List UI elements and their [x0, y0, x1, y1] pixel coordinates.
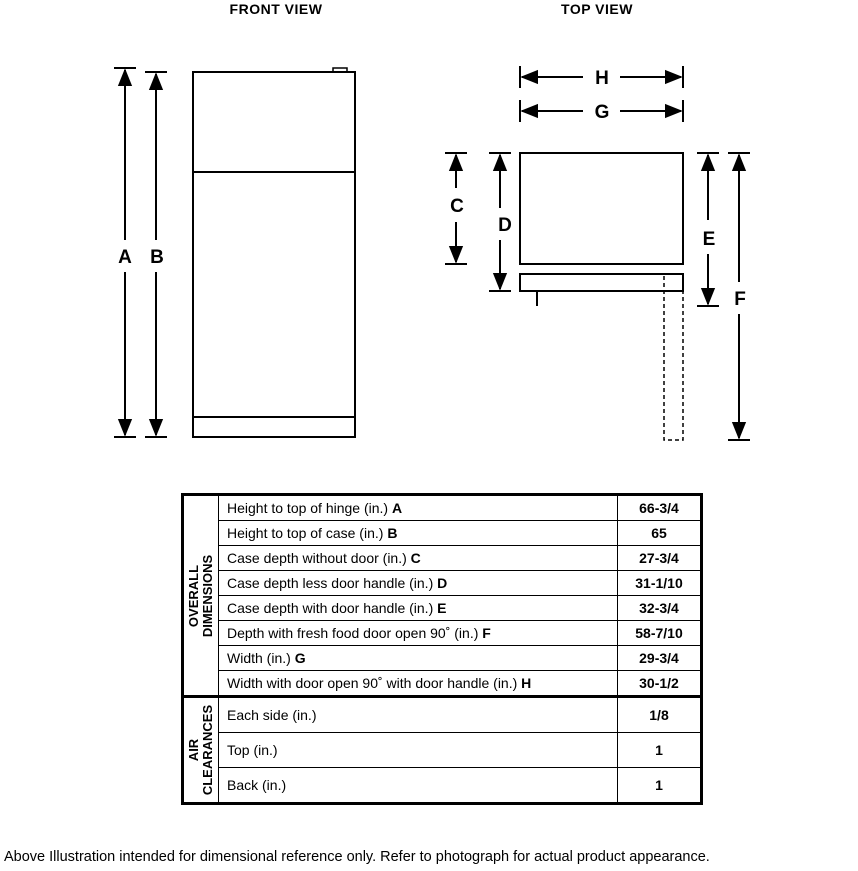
row-label: Case depth less door handle (in.) D: [218, 570, 618, 596]
group-title-line: CLEARANCES: [200, 704, 215, 796]
row-value: 1: [617, 732, 702, 768]
case-outline: [519, 152, 684, 265]
dim-c-label: C: [450, 196, 464, 217]
dim-f: [728, 152, 750, 441]
row-value: 1: [617, 767, 702, 804]
row-value: 31-1/10: [617, 570, 702, 596]
table-row: Width (in.) G 29-3/4: [183, 645, 702, 671]
fridge-body: [192, 71, 356, 438]
door-outline: [519, 273, 684, 292]
dim-h-label: H: [595, 68, 609, 89]
dim-e: [697, 152, 719, 307]
table-row: Depth with fresh food door open 90˚ (in.…: [183, 620, 702, 646]
group-title-line: DIMENSIONS: [200, 554, 215, 637]
row-label: Top (in.): [218, 732, 618, 768]
row-value: 65: [617, 520, 702, 546]
dim-b: [145, 71, 167, 438]
dim-b-label: B: [150, 247, 164, 268]
table-row: Case depth less door handle (in.) D 31-1…: [183, 570, 702, 596]
row-label: Height to top of case (in.) B: [218, 520, 618, 546]
dim-a: [114, 67, 136, 438]
front-view-title: FRONT VIEW: [229, 1, 323, 17]
dim-a-label: A: [118, 247, 132, 268]
open-door-outline: [663, 276, 684, 441]
dim-g-label: G: [595, 102, 610, 123]
dim-d-label: D: [498, 215, 512, 236]
dimension-diagram: A B H G C: [114, 66, 750, 441]
row-value: 32-3/4: [617, 595, 702, 621]
dim-h: [519, 66, 684, 88]
table-row: Height to top of case (in.) B 65: [183, 520, 702, 546]
row-value: 1/8: [617, 696, 702, 733]
disclaimer-footer: Above Illustration intended for dimensio…: [4, 849, 710, 865]
row-label: Case depth with door handle (in.) E: [218, 595, 618, 621]
row-label: Depth with fresh food door open 90˚ (in.…: [218, 620, 618, 646]
table-row: Case depth with door handle (in.) E 32-3…: [183, 595, 702, 621]
row-value: 66-3/4: [617, 494, 702, 521]
dim-e-label: E: [703, 229, 716, 250]
group-title-line: AIR: [186, 738, 201, 762]
hinge-cap: [332, 67, 348, 73]
top-view-title: TOP VIEW: [561, 1, 633, 17]
row-label: Back (in.): [218, 767, 618, 804]
row-label: Each side (in.): [218, 696, 618, 733]
row-label: Height to top of hinge (in.) A: [218, 494, 618, 521]
top-view-fridge: [519, 152, 684, 441]
row-label: Width (in.) G: [218, 645, 618, 671]
row-value: 30-1/2: [617, 670, 702, 697]
row-value: 58-7/10: [617, 620, 702, 646]
dim-c: [445, 152, 467, 265]
dim-f-label: F: [734, 289, 746, 310]
table-row: Width with door open 90˚ with door handl…: [183, 670, 702, 697]
table-row: Back (in.) 1: [183, 767, 702, 804]
row-label: Width with door open 90˚ with door handl…: [218, 670, 618, 697]
front-view-fridge: [192, 67, 356, 438]
table-row: Top (in.) 1: [183, 732, 702, 768]
row-label: Case depth without door (in.) C: [218, 545, 618, 571]
dim-g: [519, 100, 684, 122]
row-value: 29-3/4: [617, 645, 702, 671]
table-row: Case depth without door (in.) C 27-3/4: [183, 545, 702, 571]
row-value: 27-3/4: [617, 545, 702, 571]
dim-d: [489, 152, 511, 292]
group-title-line: OVERALL: [186, 564, 201, 627]
